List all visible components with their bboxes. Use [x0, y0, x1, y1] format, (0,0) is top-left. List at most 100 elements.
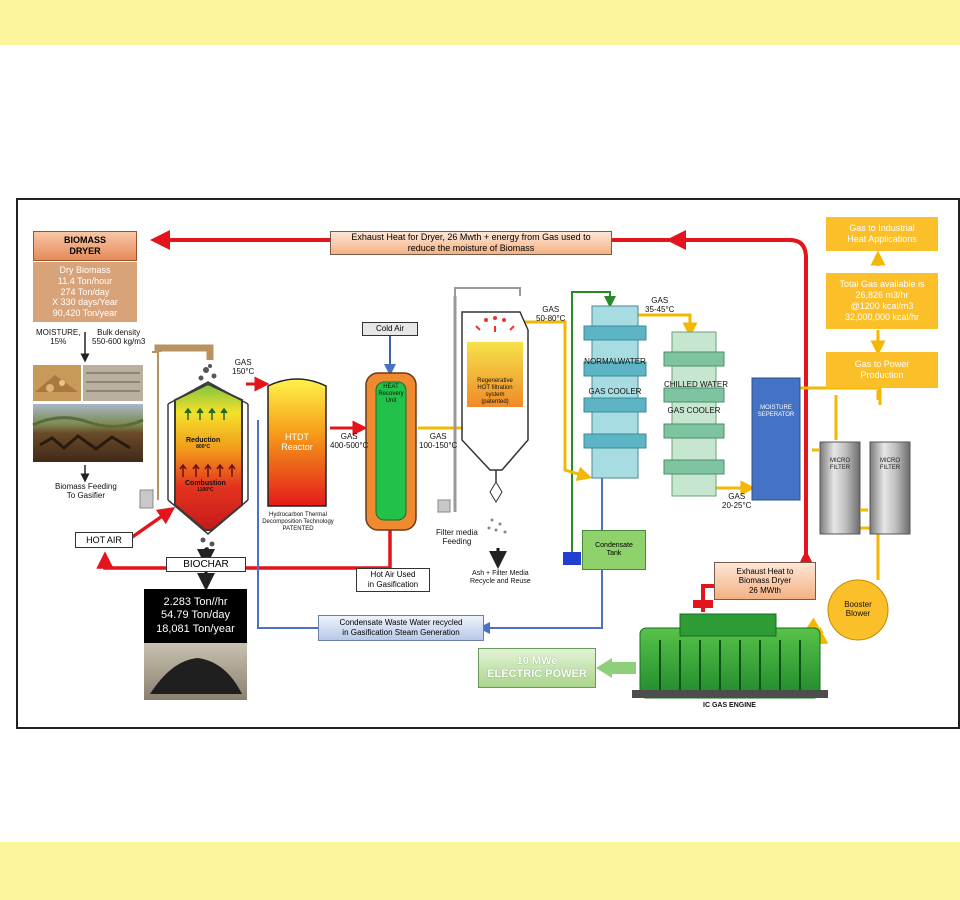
feed-hopper: [139, 344, 214, 509]
biochar-pile: [150, 658, 242, 694]
gasifier-vessel: [167, 364, 249, 591]
dry-biomass-info: Dry Biomass 11.4 Ton/hour 274 Ton/day X …: [33, 262, 137, 322]
biomass-feeding-line1: Biomass Feeding: [55, 482, 117, 491]
bottom-band: [0, 842, 960, 900]
micro-filter-2-label: MICRO FILTER: [872, 458, 908, 472]
pellets-image: [83, 365, 143, 401]
dry-biomass-line-0: Dry Biomass: [59, 265, 111, 275]
gas-50-label: GAS 50-80°C: [536, 305, 565, 323]
gas-150-label: GAS 150°C: [232, 358, 254, 376]
gas-400-label: GAS 400-500°C: [330, 432, 368, 450]
normal-cooler-line1: NORMALWATER: [584, 357, 646, 366]
moisture-line2: 15%: [50, 337, 67, 347]
normal-water-cooler-label-2: GAS COOLER: [584, 387, 646, 396]
heat-recovery-line3: Unit: [385, 397, 397, 404]
gas-20-line2: 20-25°C: [722, 501, 752, 511]
htdt-desc-line2: Decomposition Technology: [262, 518, 334, 525]
booster-line1: Booster: [844, 600, 872, 609]
ic-gas-engine-label: IC GAS ENGINE: [703, 702, 756, 710]
exhaust-engine-line3: 26 MWth: [748, 585, 781, 595]
gas-20-label: GAS 20-25°C: [722, 492, 751, 510]
micro-filter-1-line2: FILTER: [829, 464, 851, 471]
reduction-temp: 800°C: [196, 444, 211, 451]
industrial-line1: Gas to Industrial: [849, 223, 915, 234]
normal-water-cooler-label-1: NORMALWATER: [584, 357, 646, 366]
moisture-sep-line2: SEPERATOR: [757, 411, 795, 418]
exhaust-top-line1: Exhaust Heat for Dryer, 26 Mwth + energy…: [351, 232, 591, 243]
chilled-water-gas-cooler: [663, 331, 725, 497]
industrial-heat-box: Gas to Industrial Heat Applications: [826, 217, 938, 251]
htdt-desc-line1: Hydrocarbon Thermal: [269, 512, 327, 518]
cold-air-text: Cold Air: [375, 324, 404, 334]
condensate-recycle-box: Condensate Waste Water recycled in Gasif…: [318, 615, 484, 641]
field-image: [32, 404, 144, 462]
htdt-reactor-label: HTDT Reactor: [280, 432, 314, 453]
power-prod-line1: Gas to Power: [854, 359, 910, 370]
moisture-separator-label: MOISTURE SEPERATOR: [752, 405, 800, 419]
electric-line2: ELECTRIC POWER: [487, 668, 587, 680]
biomass-feeding-label: Biomass Feeding To Gasifier: [55, 482, 117, 500]
moisture-line1: MOISTURE,: [36, 328, 81, 337]
combustion-label: Combustion 1100°C: [185, 480, 226, 494]
filter-text-3: system: [485, 391, 505, 398]
total-gas-box: Total Gas available is 26,826 m3/hr @120…: [826, 273, 938, 329]
combustion-text: Combustion: [185, 480, 226, 487]
condensate-tank-line2: Tank: [606, 550, 622, 557]
reduction-label: Reduction 800°C: [186, 437, 220, 451]
biochar-text: BIOCHAR: [183, 558, 229, 570]
chilled-water-cooler-label-2: GAS COOLER: [664, 406, 724, 415]
gas-35-line1: GAS: [651, 296, 669, 305]
filter-media-feeding-label: Filter media Feeding: [436, 528, 478, 546]
exhaust-engine-line2: Biomass Dryer: [738, 576, 792, 586]
booster-line2: Blower: [845, 609, 871, 619]
filter-text-2: HOT filtration: [477, 384, 513, 391]
exhaust-heat-dryer-box: Exhaust Heat for Dryer, 26 Mwth + energy…: [330, 231, 612, 255]
gas-150-line1: GAS: [234, 358, 252, 367]
normal-water-gas-cooler: [583, 305, 647, 479]
engine-label-text: IC GAS ENGINE: [703, 702, 756, 709]
heat-recovery-unit: [365, 372, 417, 531]
gas-to-power-box: Gas to Power Production: [826, 352, 938, 388]
micro-filter-1-line1: MICRO: [830, 458, 850, 464]
htdt-description: Hydrocarbon Thermal Decomposition Techno…: [252, 512, 344, 533]
micro-filter-1-label: MICRO FILTER: [822, 458, 858, 472]
booster-blower-body: [827, 579, 889, 641]
filter-feeding-line1: Filter media: [436, 528, 478, 537]
micro-filter-2-line2: FILTER: [879, 464, 901, 471]
exhaust-engine-line1: Exhaust Heat to: [736, 566, 794, 576]
top-band: [0, 0, 960, 45]
micro-filter-1: [812, 441, 868, 535]
ash-recycle-label: Ash + Filter Media Recycle and Reuse: [470, 570, 531, 586]
chilled-cooler-line1: CHILLED WATER: [664, 380, 729, 389]
biochar-output-box: 2.283 Ton//hr 54.79 Ton/day 18,081 Ton/y…: [144, 589, 247, 643]
bulk-density-label: Bulk density 550-600 kg/m3: [92, 328, 145, 346]
bulk-density-line1: Bulk density: [97, 328, 141, 337]
biomass-dryer-title: BIOMASS DRYER: [33, 231, 137, 261]
ic-gas-engine: [632, 613, 828, 699]
chilled-cooler-line2: GAS COOLER: [667, 406, 721, 415]
biochar-value-0: 2.283 Ton//hr: [163, 596, 228, 609]
condensate-tank-box: Condensate Tank: [582, 530, 646, 570]
biomass-feeding-line2: To Gasifier: [66, 491, 106, 501]
heat-recovery-line2: Recovery: [378, 390, 404, 397]
hot-air-lines: [96, 376, 392, 570]
micro-filter-2: [869, 441, 911, 535]
gas-100-line1: GAS: [429, 432, 447, 441]
gas-20-line1: GAS: [728, 492, 746, 501]
dry-biomass-line-4: 90,420 Ton/year: [52, 308, 118, 319]
htdt-reactor: [267, 378, 327, 507]
normal-cooler-line2: GAS COOLER: [588, 387, 642, 396]
hot-air-text: HOT AIR: [86, 534, 122, 545]
gas-50-line2: 50-80°C: [536, 314, 566, 324]
filter-text-1: Regenerative: [477, 378, 513, 384]
condensate-recycle-line1: Condensate Waste Water recycled: [339, 618, 463, 628]
micro-filter-2-line1: MICRO: [880, 458, 900, 464]
total-gas-line4: 32,000,000 kcal/hr: [844, 311, 920, 322]
total-gas-line2: 26,826 m3/hr: [855, 290, 909, 301]
electric-line1: 10 MWe: [516, 654, 558, 667]
ash-line1: Ash + Filter Media: [472, 570, 529, 577]
gas-400-line1: GAS: [340, 432, 358, 441]
hot-air-used-box: Hot Air Used in Gasification: [356, 568, 430, 592]
combustion-temp: 1100°C: [197, 487, 214, 494]
